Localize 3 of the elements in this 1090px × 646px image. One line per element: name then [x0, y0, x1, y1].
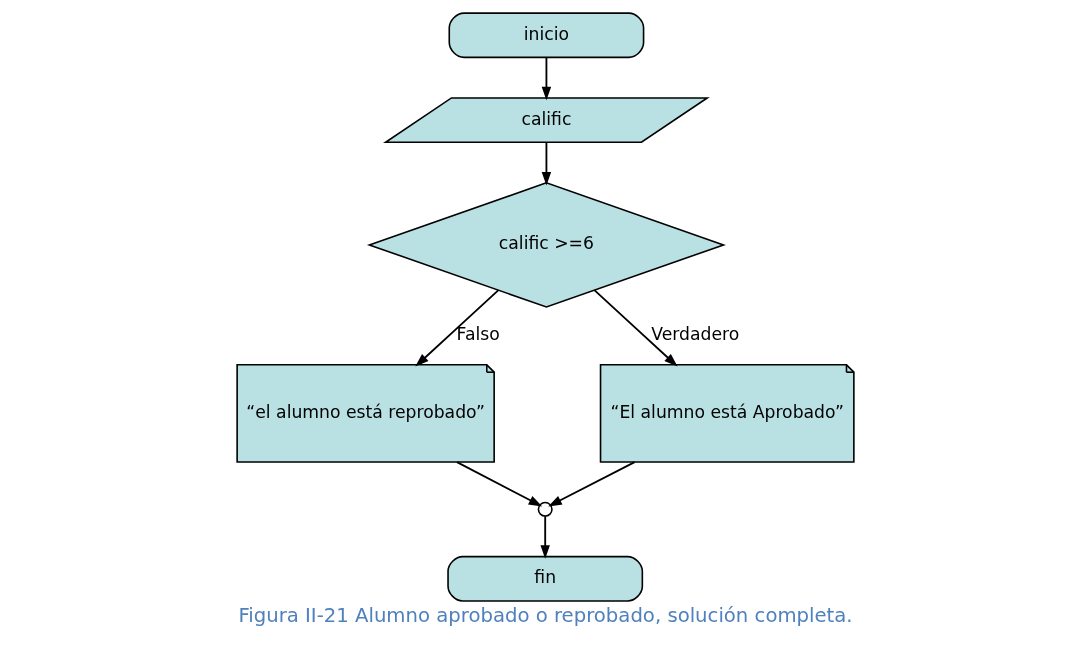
edge-label: Falso [456, 324, 500, 345]
edge-label: Verdadero [650, 324, 739, 345]
caption: Figura II-21 Alumno aprobado o reprobado, solución completa. [237, 603, 853, 627]
